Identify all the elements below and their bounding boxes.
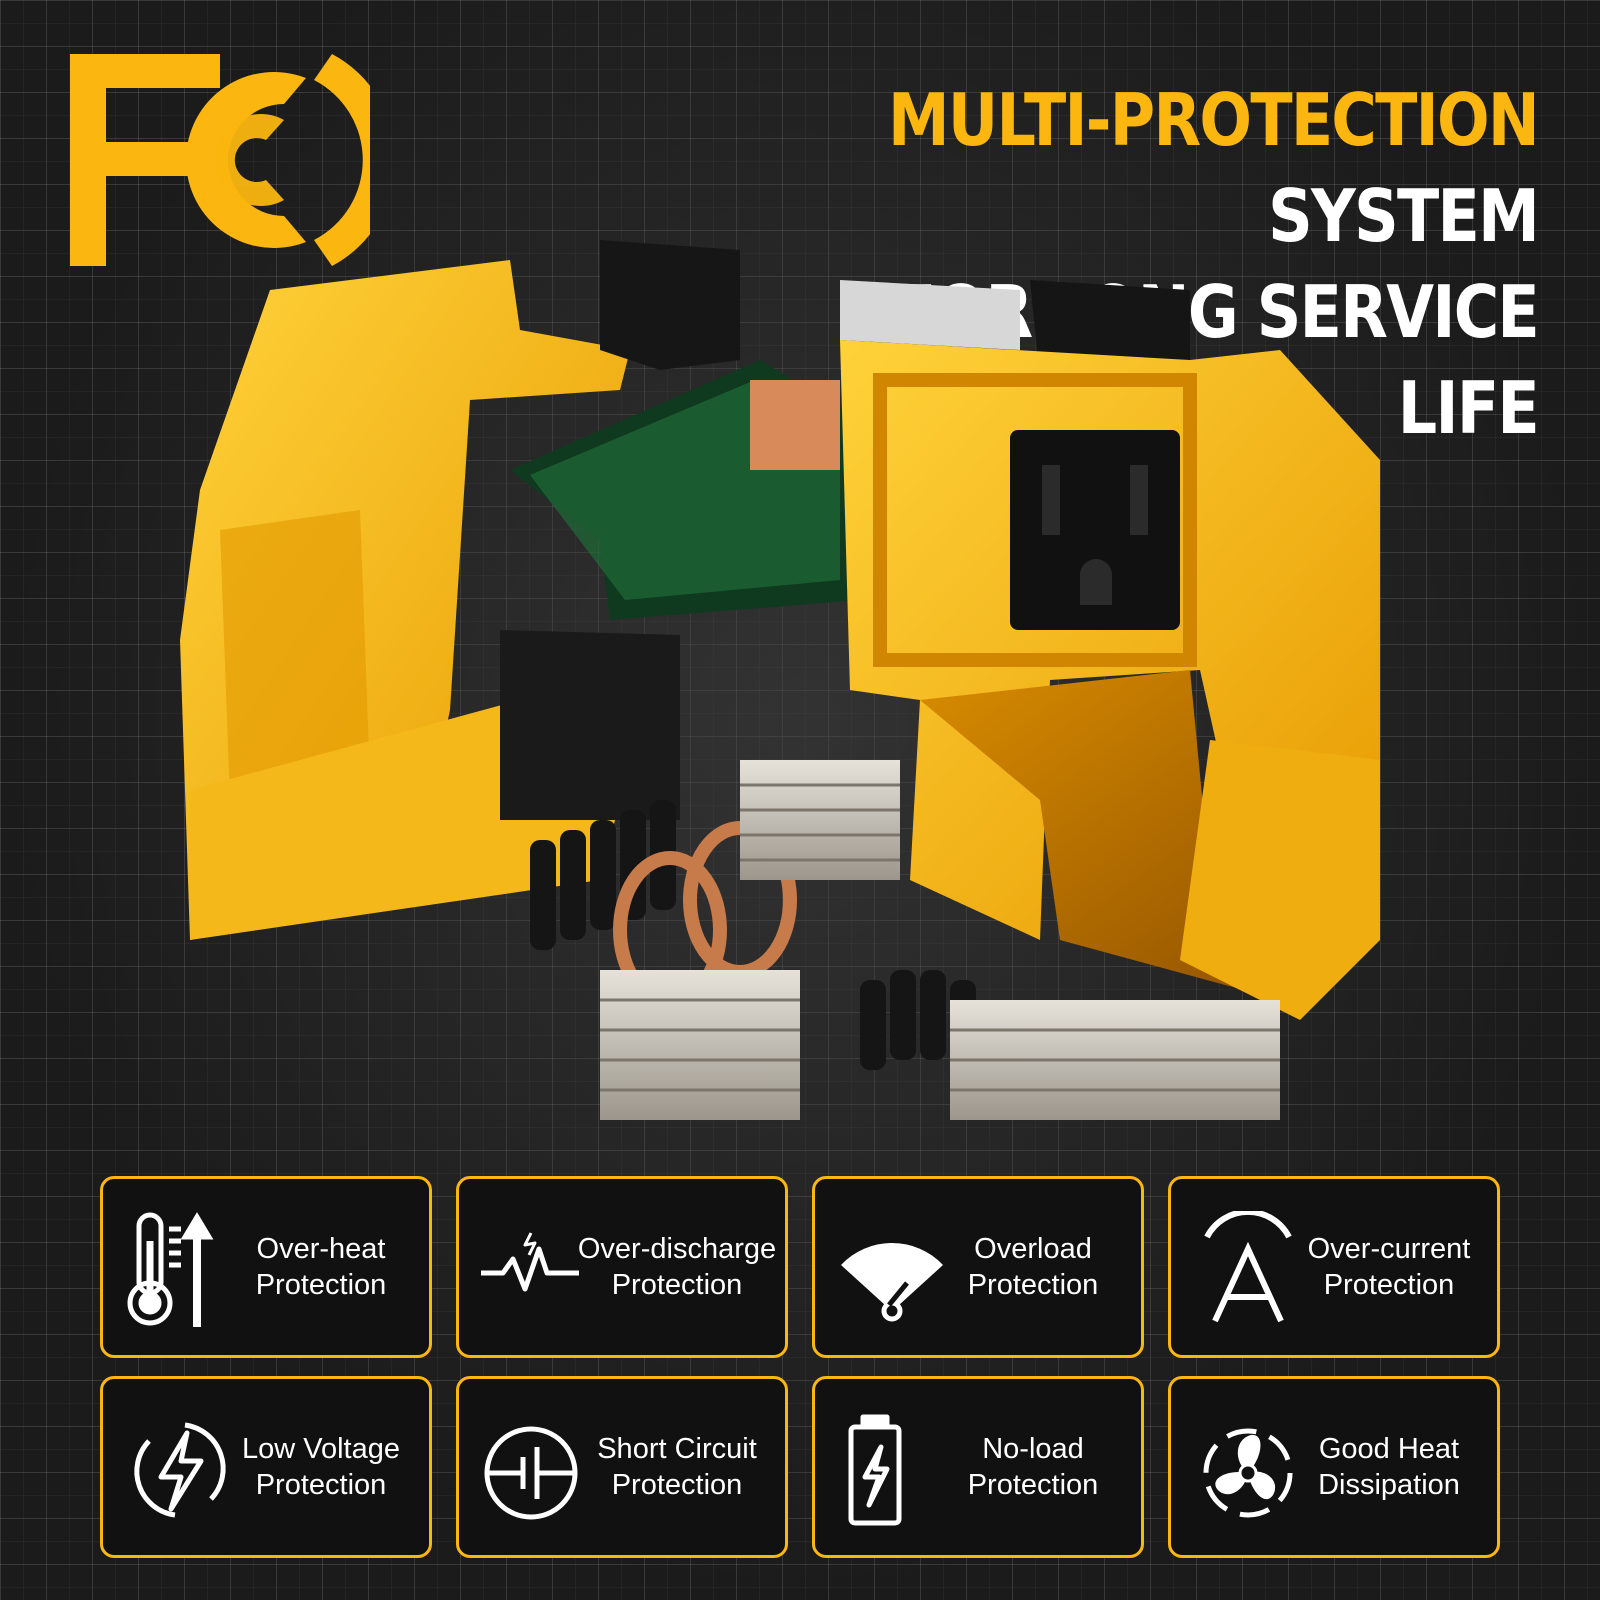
- short-circuit-icon: [484, 1426, 578, 1520]
- feature-label-line-1: Over-discharge: [577, 1233, 777, 1265]
- transformer-block: [500, 630, 680, 820]
- feature-card-over-discharge: Over-discharge Protection: [456, 1176, 788, 1358]
- feature-label-line-2: Protection: [255, 1269, 387, 1301]
- feature-label-line-1: Short Circuit: [597, 1433, 757, 1465]
- fan-gauge-icon: [841, 1242, 943, 1322]
- feature-card-no-load: No-load Protection: [812, 1376, 1144, 1558]
- feature-card-low-voltage: Low Voltage Protection: [100, 1376, 432, 1558]
- exploded-inverter-illustration: [180, 240, 1380, 1120]
- right-housing: [840, 340, 1380, 1020]
- feature-label-line-1: Over-heat: [256, 1233, 386, 1265]
- ampere-icon: [1204, 1211, 1292, 1323]
- pulse-wave-icon: [481, 1232, 579, 1292]
- feature-label: Over-current Protection: [1289, 1179, 1489, 1355]
- feature-label-line-2: Dissipation: [1318, 1469, 1460, 1501]
- feature-label-line-1: Low Voltage: [241, 1433, 400, 1465]
- feature-label-line-1: Good Heat: [1318, 1433, 1460, 1465]
- feature-label: Over-heat Protection: [221, 1179, 421, 1355]
- feature-label: Good Heat Dissipation: [1289, 1379, 1489, 1555]
- feature-label: Over-discharge Protection: [577, 1179, 777, 1355]
- feature-label-line-2: Protection: [967, 1269, 1099, 1301]
- feature-label: Overload Protection: [933, 1179, 1133, 1355]
- fan-icon: [1203, 1428, 1293, 1518]
- feature-label-line-2: Protection: [611, 1469, 743, 1501]
- headline-line-1: MULTI-PROTECTION SYSTEM: [764, 72, 1540, 264]
- feature-label-line-2: Protection: [967, 1469, 1099, 1501]
- heatsinks: [600, 760, 1280, 1120]
- battery-bolt-icon: [848, 1414, 902, 1526]
- feature-card-overload: Overload Protection: [812, 1176, 1144, 1358]
- feature-label-line-2: Protection: [611, 1269, 743, 1301]
- feature-label-line-2: Protection: [255, 1469, 387, 1501]
- feature-card-over-current: Over-current Protection: [1168, 1176, 1500, 1358]
- feature-label-line-1: Overload: [974, 1233, 1092, 1265]
- circuit-board: [510, 360, 860, 620]
- lightning-circle-icon: [134, 1422, 226, 1518]
- feature-label-line-2: Protection: [1323, 1269, 1455, 1301]
- feature-grid: Over-heat Protection Over-discharge Prot…: [100, 1176, 1500, 1558]
- thermometer-icon: [127, 1212, 214, 1327]
- headline: MULTI-PROTECTION SYSTEM FOR LONG SERVICE…: [764, 72, 1540, 456]
- feature-label: Low Voltage Protection: [221, 1379, 421, 1555]
- feature-label: Short Circuit Protection: [577, 1379, 777, 1555]
- left-housing: [180, 260, 630, 940]
- feature-label: No-load Protection: [933, 1379, 1133, 1555]
- headline-highlight: MULTI-PROTECTION: [888, 78, 1540, 162]
- feature-label-line-1: Over-current: [1307, 1233, 1471, 1265]
- feature-card-short-circuit: Short Circuit Protection: [456, 1376, 788, 1558]
- fcc-logo-icon: [70, 54, 370, 266]
- feature-label-line-1: No-load: [982, 1433, 1084, 1465]
- headline-line-1-rest: SYSTEM: [1268, 174, 1540, 258]
- feature-card-over-heat: Over-heat Protection: [100, 1176, 432, 1358]
- feature-card-heat-dissipation: Good Heat Dissipation: [1168, 1376, 1500, 1558]
